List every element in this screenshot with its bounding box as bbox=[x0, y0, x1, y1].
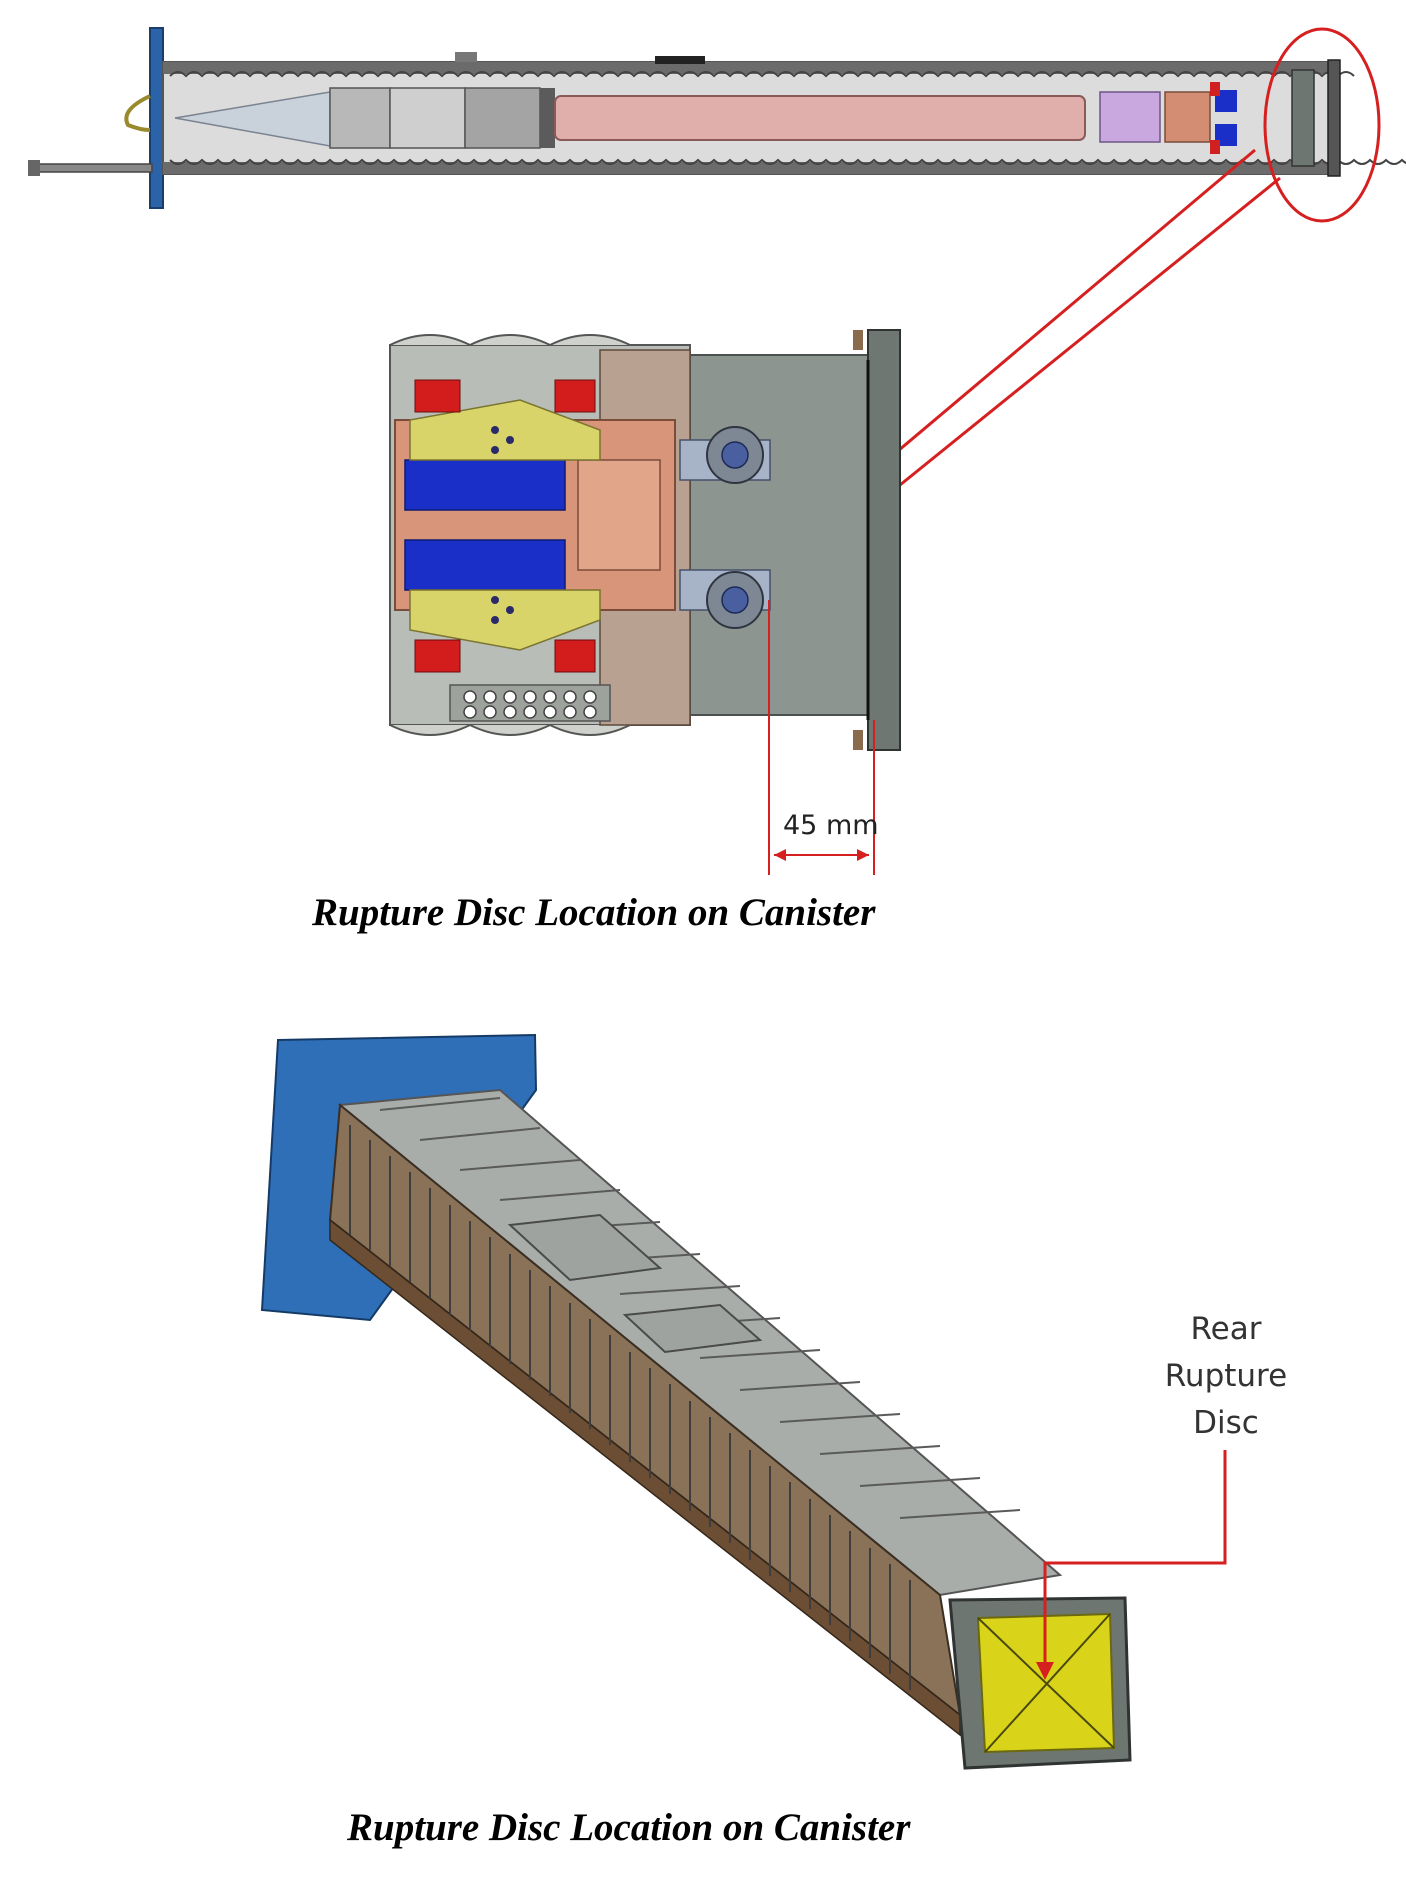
dimension-label: 45 mm bbox=[783, 810, 879, 841]
callout-line-2: Rupture bbox=[1165, 1358, 1287, 1394]
figure1-caption: Rupture Disc Location on Canister bbox=[312, 891, 876, 934]
canister-isometric-view bbox=[260, 1033, 1132, 1770]
canister-section-view bbox=[28, 27, 1406, 209]
cooling-fins bbox=[349, 1125, 911, 1690]
detail-section-view bbox=[389, 329, 901, 751]
callout-line-3: Disc bbox=[1193, 1405, 1259, 1441]
dimension-45mm: 45 mm bbox=[768, 600, 879, 875]
figure2-caption: Rupture Disc Location on Canister bbox=[347, 1806, 911, 1849]
callout-line-1: Rear bbox=[1191, 1311, 1262, 1347]
rupture-disc-callout: Rear Rupture Disc bbox=[1036, 1311, 1287, 1680]
